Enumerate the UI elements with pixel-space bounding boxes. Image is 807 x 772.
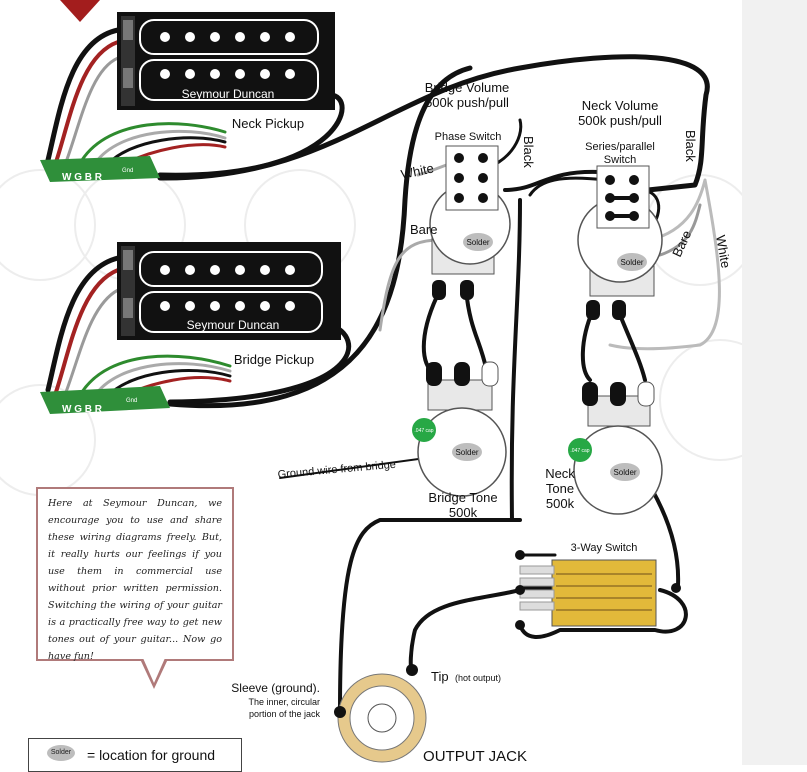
bridge-gnd-text: Gnd bbox=[126, 398, 137, 404]
neck-volume-title: Neck Volume bbox=[582, 98, 659, 113]
tip-note: (hot output) bbox=[455, 673, 501, 683]
legend-text: = location for ground bbox=[87, 747, 216, 763]
tip-label: Tip bbox=[431, 669, 449, 684]
permission-note: Here at Seymour Duncan, we encourage you… bbox=[36, 487, 234, 662]
neck-terminal-board: W G B R Gnd bbox=[40, 156, 160, 183]
solder-text-btone: Solder bbox=[455, 448, 478, 457]
sleeve-note-1: The inner, circular bbox=[248, 697, 320, 707]
neck-terminal-letters: W G B R bbox=[62, 172, 103, 183]
bridge-brand-text: Seymour Duncan bbox=[187, 318, 280, 332]
three-way-label: 3-Way Switch bbox=[571, 542, 638, 554]
bridge-pickup: Seymour Duncan Bridge Pickup bbox=[117, 242, 341, 367]
bridge-volume-spec: 500k push/pull bbox=[425, 95, 509, 110]
bridge-tone-value: 500k bbox=[449, 505, 478, 520]
black-wire-label: Black bbox=[521, 136, 536, 168]
ground-wire-label: Ground wire from bridge bbox=[277, 459, 396, 481]
neck-volume-pot: Solder Neck Volume 500k push/pull Series… bbox=[577, 98, 734, 320]
wires bbox=[45, 27, 721, 712]
neck-tone-label-1: Neck bbox=[545, 466, 575, 481]
bridge-tone-pot: Solder .047 cap Bridge Tone 500k bbox=[412, 361, 507, 520]
side-panel bbox=[742, 0, 807, 765]
cap-text-neck: .047 cap bbox=[570, 448, 589, 454]
solder-text-nvol: Solder bbox=[620, 258, 643, 267]
bridge-volume-title: Bridge Volume bbox=[425, 80, 510, 95]
bridge-terminal-board: W G B R Gnd bbox=[40, 386, 170, 415]
bridge-pickup-label: Bridge Pickup bbox=[234, 352, 314, 367]
series-parallel-label: Series/parallel bbox=[585, 141, 655, 153]
bridge-volume-pot: Solder Bridge Volume 500k push/pull Phas… bbox=[400, 80, 536, 300]
output-jack-title: OUTPUT JACK bbox=[423, 748, 527, 765]
corner-ribbon bbox=[60, 0, 100, 22]
black-wire-label-right: Black bbox=[683, 130, 698, 162]
sleeve-label: Sleeve (ground). bbox=[231, 681, 320, 695]
neck-pickup: Seymour Duncan Neck Pickup bbox=[117, 12, 335, 131]
output-jack: Tip (hot output) Sleeve (ground). The in… bbox=[231, 664, 527, 765]
solder-text-ntone: Solder bbox=[613, 468, 636, 477]
note-tail-inner bbox=[143, 658, 165, 683]
series-parallel-switch-label: Switch bbox=[604, 154, 636, 166]
bridge-terminal-letters: W G B R bbox=[62, 404, 103, 415]
bare-wire-label: Bare bbox=[410, 222, 437, 237]
neck-gnd-text: Gnd bbox=[122, 168, 133, 174]
neck-pickup-label: Neck Pickup bbox=[232, 116, 304, 131]
white-wire-label-right: White bbox=[713, 234, 734, 269]
neck-tone-label-2: Tone bbox=[546, 481, 574, 496]
bridge-tone-label: Bridge Tone bbox=[428, 490, 497, 505]
cap-text-bridge: .047 cap bbox=[414, 428, 433, 434]
bare-wire-label-right: Bare bbox=[669, 228, 694, 259]
phase-switch-label: Phase Switch bbox=[435, 131, 502, 143]
legend: Solder = location for ground bbox=[28, 738, 242, 772]
neck-volume-spec: 500k push/pull bbox=[578, 113, 662, 128]
neck-tone-value: 500k bbox=[546, 496, 575, 511]
neck-brand-text: Seymour Duncan bbox=[182, 87, 275, 101]
solder-blob-icon: Solder bbox=[47, 745, 75, 761]
sleeve-note-2: portion of the jack bbox=[249, 709, 321, 719]
solder-text-bvol: Solder bbox=[466, 238, 489, 247]
neck-tone-pot: Solder .047 cap Neck Tone 500k bbox=[545, 381, 663, 515]
three-way-switch: 3-Way Switch bbox=[515, 542, 681, 630]
white-wire-label: White bbox=[400, 160, 436, 182]
